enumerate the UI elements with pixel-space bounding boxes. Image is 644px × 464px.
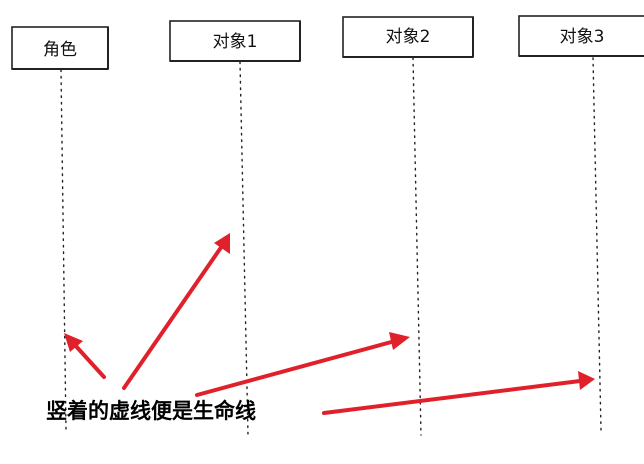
lifeline-object2 [412, 57, 422, 436]
lifeline-annotation: 竖着的虚线便是生命线 [46, 399, 256, 423]
lifeline-object3 [592, 57, 602, 431]
participant-object2: 对象2 [342, 16, 474, 58]
participant-object2-label: 对象2 [386, 27, 431, 47]
arrow-to-object3-lifeline [322, 371, 595, 415]
arrow-to-object2-lifeline [195, 332, 410, 397]
lifeline-object1 [239, 61, 249, 436]
lifeline-actor [60, 69, 67, 431]
arrow-to-actor-lifeline [64, 333, 106, 379]
participant-object3: 对象3 [518, 15, 644, 57]
participant-actor-label: 角色 [43, 40, 77, 60]
participant-object1: 对象1 [169, 20, 301, 62]
participant-object3-label: 对象3 [560, 27, 605, 47]
participant-actor: 角色 [11, 26, 109, 70]
arrow-to-object1-lifeline [122, 233, 230, 390]
participant-object1-label: 对象1 [213, 32, 258, 52]
